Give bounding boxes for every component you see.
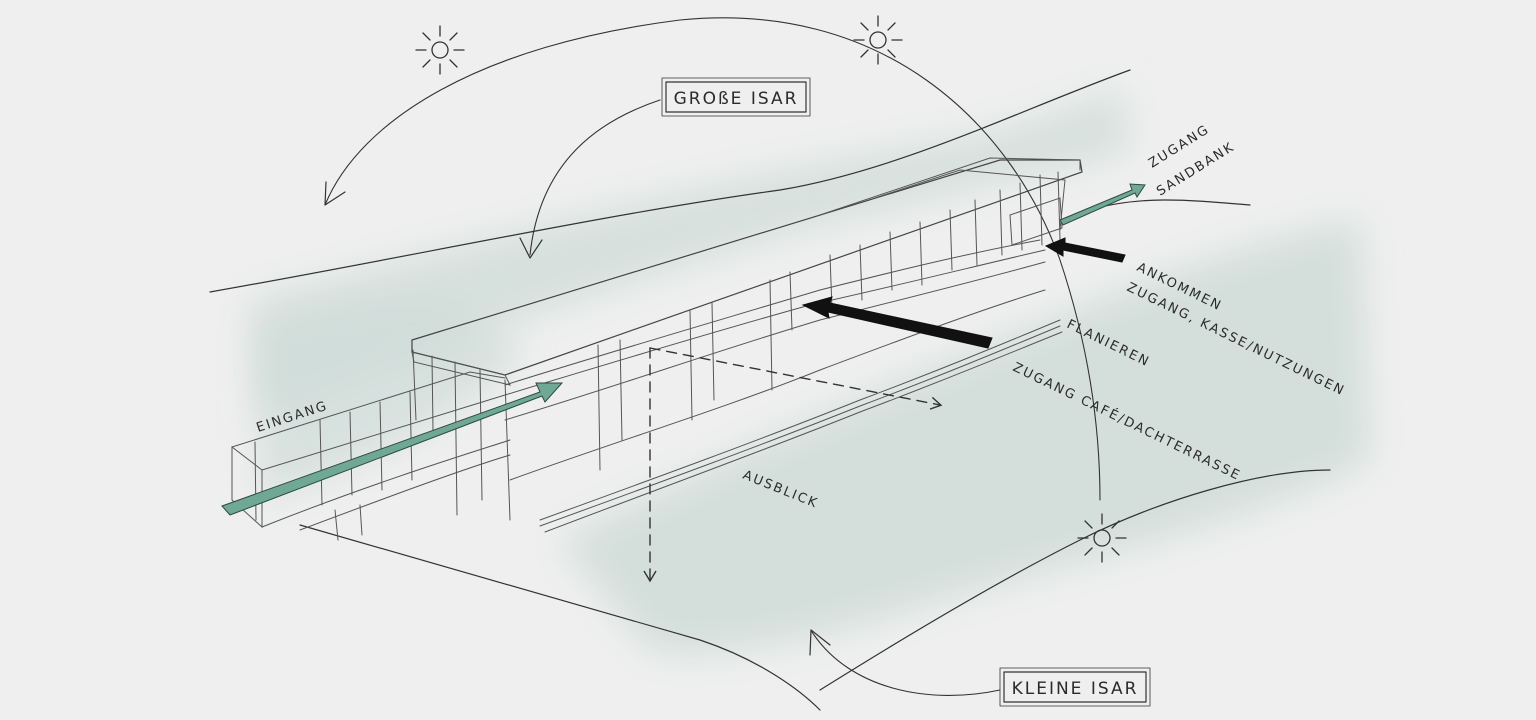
- view-arrows-dashed: [643, 347, 943, 583]
- sun-path-arc: [324, 17, 1101, 501]
- grosse-isar-label: GROßE ISAR: [674, 89, 799, 109]
- arrow-icon: [1044, 237, 1126, 263]
- leader-arrow-kleine-isar: [809, 629, 1001, 696]
- pavilion-structure: [231, 157, 1083, 541]
- arrow-icon: [221, 382, 564, 516]
- water-wash-center: [260, 306, 520, 500]
- sun-icon: [415, 25, 465, 75]
- leader-arrow-grosse-isar: [519, 99, 661, 259]
- sun-icon: [1077, 513, 1127, 563]
- kleine-isar-label: KLEINE ISAR: [1012, 679, 1139, 699]
- water-wash-south: [560, 220, 1370, 653]
- arrow-icon: [1059, 183, 1146, 226]
- sun-icon: [853, 15, 903, 65]
- label-box-grosse-isar: GROßE ISAR: [661, 77, 811, 117]
- arrow-icon: [801, 296, 993, 349]
- label-box-kleine-isar: KLEINE ISAR: [999, 667, 1151, 707]
